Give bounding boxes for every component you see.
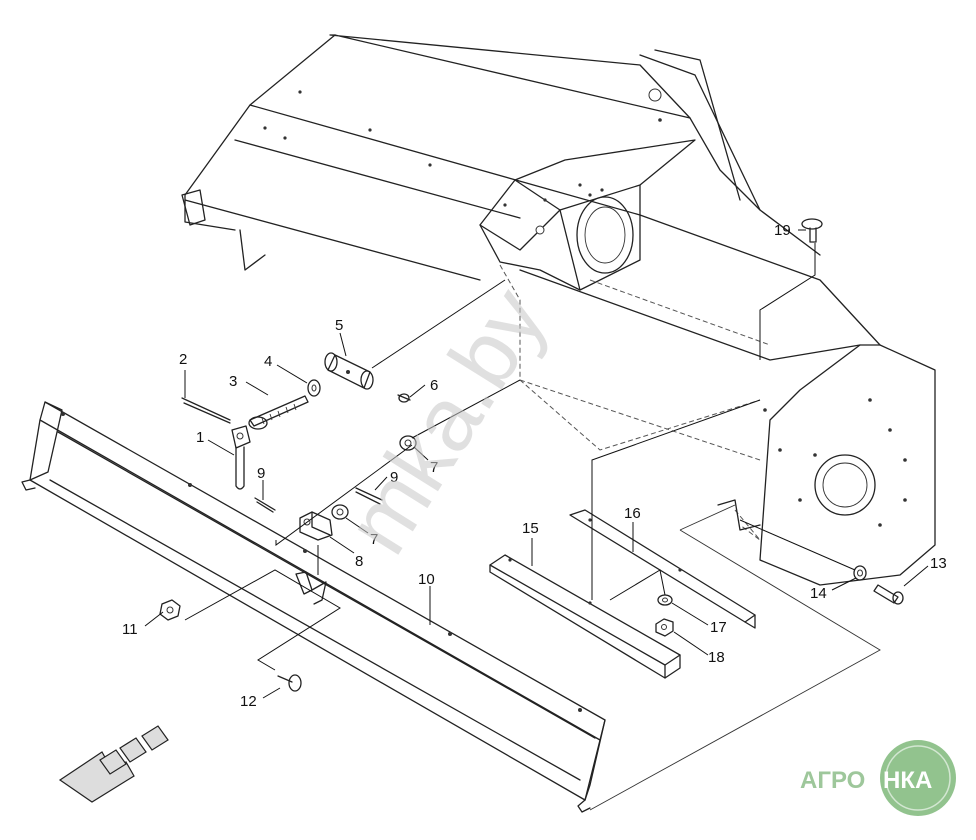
callout-14: 14 <box>810 585 827 602</box>
callout-8: 8 <box>355 553 363 570</box>
bolt-part-6 <box>397 393 411 403</box>
bushing-part-5 <box>324 352 374 390</box>
callout-19: 19 <box>774 222 791 239</box>
agronka-logo: АГРО НКА <box>800 740 956 816</box>
bolt-part-12 <box>277 674 302 692</box>
callout-7-upper: 7 <box>430 459 438 476</box>
callout-3: 3 <box>229 373 237 390</box>
callout-9-right: 9 <box>390 469 398 486</box>
callout-5: 5 <box>335 317 343 334</box>
callout-labels: 1 2 3 4 5 6 7 7 8 9 9 10 11 12 13 14 15 … <box>122 222 947 710</box>
callout-16: 16 <box>624 505 641 522</box>
callout-15: 15 <box>522 520 539 537</box>
nut-part-11 <box>159 599 181 621</box>
threaded-rod-part-3 <box>248 395 309 430</box>
nut-part-18 <box>655 618 674 637</box>
deflector-panel-part-10 <box>21 401 606 813</box>
assembly-lines <box>184 243 856 671</box>
callout-12: 12 <box>240 693 257 710</box>
frame-body <box>181 34 936 586</box>
strip-part-16 <box>569 509 756 629</box>
callout-18: 18 <box>708 649 725 666</box>
callout-4: 4 <box>264 353 272 370</box>
pin-part-9-left <box>254 497 276 513</box>
nut-part-7-upper <box>399 435 417 451</box>
callout-11: 11 <box>122 621 138 638</box>
callout-7-lower: 7 <box>370 531 378 548</box>
callout-17: 17 <box>710 619 727 636</box>
callout-9-left: 9 <box>257 465 265 482</box>
strip-part-15 <box>489 554 681 679</box>
hinge-clip <box>295 571 327 605</box>
callout-6: 6 <box>430 377 438 394</box>
callout-1: 1 <box>196 429 204 446</box>
hitch-pin-part-1 <box>231 425 251 490</box>
spring-pin-part-2 <box>181 397 231 424</box>
callout-leaders <box>144 229 929 699</box>
callout-10: 10 <box>418 571 435 588</box>
pin-part-9-right <box>355 487 383 505</box>
washer-part-14 <box>853 565 867 581</box>
bolt-part-13 <box>873 584 904 605</box>
washer-part-17 <box>657 594 673 606</box>
direction-arrow <box>58 725 169 803</box>
plug-part-19 <box>801 218 823 243</box>
logo-badge <box>880 740 956 816</box>
callout-13: 13 <box>930 555 947 572</box>
washer-part-4 <box>307 379 321 397</box>
nut-part-7-lower <box>331 504 349 520</box>
exploded-outline <box>589 504 881 811</box>
logo-left-text: АГРО <box>800 767 865 794</box>
logo-right-text: НКА <box>883 767 932 794</box>
callout-2: 2 <box>179 351 187 368</box>
